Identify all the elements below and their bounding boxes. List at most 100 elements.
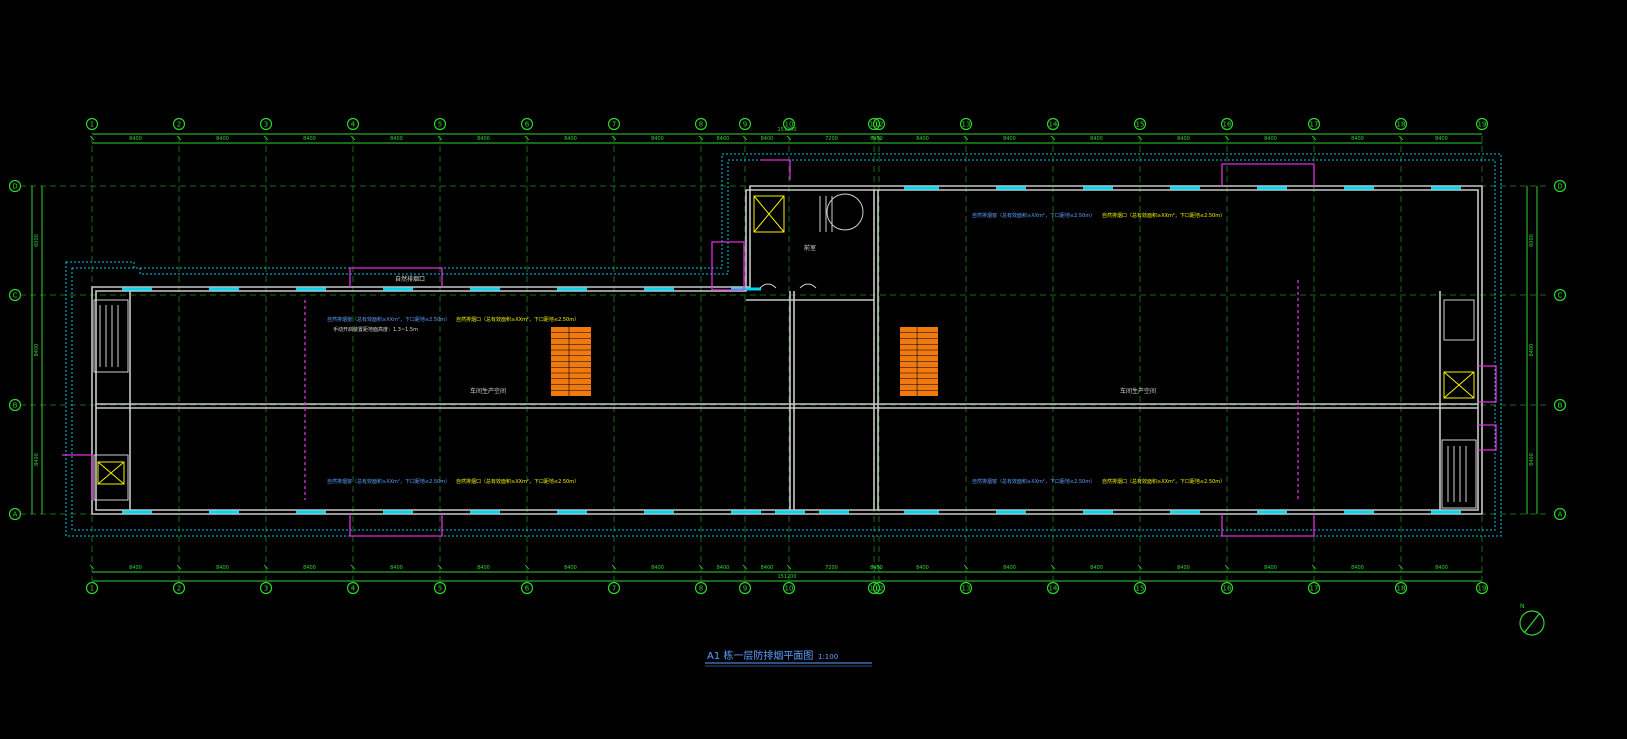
dimension-text: 8400 xyxy=(651,565,664,571)
dimension-lines xyxy=(31,133,1538,582)
dimension-text: 8400 xyxy=(761,136,774,142)
dimension-text: 8400 xyxy=(916,565,929,571)
svg-text:N: N xyxy=(1520,603,1525,610)
dimension-tick xyxy=(1137,135,1143,141)
dimension-text: 8400 xyxy=(390,565,403,571)
dimension-tick xyxy=(876,564,882,570)
dimension-text: 8400 xyxy=(916,136,929,142)
axis-bubble xyxy=(1307,117,1321,131)
axis-bubble xyxy=(433,581,447,595)
note-exhaust-1: 自然排烟口（总有效面积≥XXm²，下口距地≤2.50m） xyxy=(456,316,579,323)
dimension-tick xyxy=(1050,564,1056,570)
dimension-tick xyxy=(611,135,617,141)
dimension-text: 7200 xyxy=(825,136,838,142)
note-ventilation-3: 自然排烟窗（总有效面积≥XXm²，下口距地≤2.50m） xyxy=(327,478,450,485)
note-ventilation-4: 自然排烟窗（总有效面积≥XXm²，下口距地≤2.50m） xyxy=(972,478,1095,485)
axis-bubble xyxy=(1133,581,1147,595)
axis-bubble xyxy=(959,117,973,131)
note-exhaust-4: 自然排烟口（总有效面积≥XXm²，下口距地≤2.50m） xyxy=(1102,478,1225,485)
dimension-total: 151200 xyxy=(777,127,796,133)
dimension-tick xyxy=(1398,564,1404,570)
axis-label: 16 xyxy=(1223,585,1232,593)
axis-bubble xyxy=(607,581,621,595)
axis-label: 3 xyxy=(264,121,268,129)
axis-label: 16 xyxy=(1223,121,1232,129)
dimension-text: 8400 xyxy=(1351,565,1364,571)
dimension-tick xyxy=(263,564,269,570)
axis-bubble xyxy=(782,581,796,595)
axis-bubble xyxy=(1394,581,1408,595)
axis-label: 9 xyxy=(743,121,747,129)
axis-bubble xyxy=(1394,117,1408,131)
dimension-text: 8400 xyxy=(1177,565,1190,571)
north-arrow-icon: N xyxy=(1519,603,1545,636)
axis-label: 12 xyxy=(875,121,884,129)
dimension-text: 7200 xyxy=(825,565,838,571)
axis-label: 4 xyxy=(351,585,356,593)
dimension-tick xyxy=(89,564,95,570)
axis-label: 17 xyxy=(1310,121,1319,129)
dimension-text: 8400 xyxy=(870,565,883,571)
dimension-tick xyxy=(742,135,748,141)
axis-bubble xyxy=(694,117,708,131)
dimension-tick xyxy=(1050,135,1056,141)
axis-label: 8 xyxy=(699,121,703,129)
axis-label: 3 xyxy=(264,585,268,593)
axis-label: 6 xyxy=(525,585,530,593)
axis-label: C xyxy=(13,292,18,300)
axis-bubble xyxy=(346,581,360,595)
axis-bubble xyxy=(738,581,752,595)
building-walls xyxy=(91,185,1483,515)
note-exhaust-3: 自然排烟口（总有效面积≥XXm²，下口距地≤2.50m） xyxy=(456,478,579,485)
dimension-tick xyxy=(698,135,704,141)
dimension-text: 6000 xyxy=(1529,234,1535,247)
axis-label: 10 xyxy=(785,585,794,593)
stair-core-middle xyxy=(753,193,864,289)
axis-label: A xyxy=(13,511,18,519)
axis-bubble xyxy=(1220,581,1234,595)
axis-bubble xyxy=(959,581,973,595)
smoke-calc-tables xyxy=(551,327,938,396)
axis-bubble xyxy=(172,581,186,595)
axis-label: 15 xyxy=(1136,121,1145,129)
dimension-tick xyxy=(176,135,182,141)
axis-bubble xyxy=(1307,581,1321,595)
dimension-text: 8400 xyxy=(1435,565,1448,571)
axis-bubble xyxy=(85,581,99,595)
dimension-tick xyxy=(871,564,877,570)
axis-label: 2 xyxy=(177,121,181,129)
axis-bubble xyxy=(433,117,447,131)
axis-label: 8 xyxy=(699,585,703,593)
smoke-boundaries xyxy=(62,159,1497,537)
dimension-text: 6000 xyxy=(34,234,40,247)
axis-bubble xyxy=(1046,581,1060,595)
axis-bubble xyxy=(872,581,886,595)
axis-bubble xyxy=(1553,288,1567,302)
dimension-tick xyxy=(742,564,748,570)
note-sub-1: 手动开启装置距地面高度：1.3~1.5m xyxy=(333,326,418,333)
axis-label: 15 xyxy=(1136,585,1145,593)
dimension-text: 8400 xyxy=(34,344,40,357)
room-label-3: 前室 xyxy=(804,244,816,252)
drawing-scale: 1:100 xyxy=(818,653,838,661)
dimension-tick xyxy=(1398,135,1404,141)
dimension-texts: 8400 8400 8400 8400 8400 8400 8400 8400 8400 8400… xyxy=(34,127,1535,580)
dimension-tick xyxy=(963,135,969,141)
dimension-text: 8400 xyxy=(303,565,316,571)
dimension-tick xyxy=(1137,564,1143,570)
dimension-text: 8400 xyxy=(1090,136,1103,142)
axis-bubble xyxy=(1475,581,1489,595)
axis-bubble xyxy=(8,507,22,521)
axis-label: 13 xyxy=(962,585,971,593)
dimension-text: 8400 xyxy=(1090,565,1103,571)
dimension-tick xyxy=(524,135,530,141)
note-ventilation-1: 自然排烟窗（总有效面积≥XXm²，下口距地≤2.50m） xyxy=(327,316,450,323)
axis-label: 14 xyxy=(1049,585,1058,593)
axis-label: A xyxy=(1558,511,1563,519)
dimension-text: 8400 xyxy=(1003,136,1016,142)
dimension-tick xyxy=(437,564,443,570)
dimension-text: 8400 xyxy=(216,136,229,142)
dimension-text: 8400 xyxy=(1003,565,1016,571)
